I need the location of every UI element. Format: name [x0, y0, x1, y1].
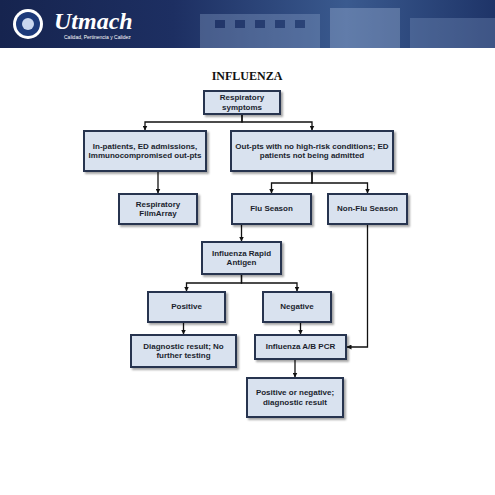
- box-text: In-patients, ED admissions, Immunocompro…: [88, 142, 202, 161]
- flow-arrow: [157, 172, 158, 193]
- process-box: Negative: [262, 291, 332, 323]
- process-box: Out-pts with no high-risk conditions; ED…: [230, 130, 394, 172]
- process-box: Flu Season: [231, 193, 312, 225]
- process-box: Respiratory FilmArray: [118, 193, 198, 225]
- box-text: Respiratory symptoms: [208, 93, 276, 112]
- process-box: Diagnostic result; No further testing: [130, 334, 237, 368]
- process-box: Positive: [147, 291, 226, 323]
- box-text: Out-pts with no high-risk conditions; ED…: [235, 142, 389, 161]
- box-text: Influenza A/B PCR: [266, 342, 335, 352]
- process-box: Influenza Rapid Antigen: [201, 241, 282, 275]
- logo-seal-inner: [16, 12, 40, 36]
- process-box: Positive or negative; diagnostic result: [246, 377, 344, 418]
- box-text: Non-Flu Season: [337, 204, 398, 214]
- flow-arrow: [183, 323, 184, 334]
- process-box: Non-Flu Season: [327, 193, 408, 225]
- process-box: Respiratory symptoms: [203, 90, 281, 115]
- flow-arrow: [312, 172, 368, 193]
- process-box: Influenza A/B PCR: [254, 334, 347, 360]
- flow-arrow: [294, 360, 295, 377]
- logo-seal-core: [22, 18, 34, 30]
- box-text: Negative: [280, 302, 313, 312]
- box-text: Flu Season: [250, 204, 293, 214]
- logo-seal: [13, 9, 43, 39]
- building-silhouette: [200, 8, 495, 48]
- flow-arrow: [145, 115, 242, 130]
- logo-wordmark: Utmach: [54, 8, 133, 34]
- box-text: Diagnostic result; No further testing: [135, 342, 232, 361]
- flow-arrow: [242, 275, 298, 291]
- logo-tagline: Calidad, Pertinencia y Calidez: [64, 34, 131, 40]
- box-text: Respiratory FilmArray: [123, 200, 193, 219]
- flow-arrow: [242, 115, 312, 130]
- box-text: Influenza Rapid Antigen: [206, 249, 277, 268]
- flow-arrow: [272, 172, 313, 193]
- process-box: In-patients, ED admissions, Immunocompro…: [83, 130, 207, 172]
- flow-arrow: [241, 225, 242, 241]
- box-text: Positive: [171, 302, 202, 312]
- flow-arrow: [187, 275, 242, 291]
- flow-arrow: [300, 323, 301, 334]
- diagram-title: INFLUENZA: [147, 69, 347, 84]
- banner-background: [0, 0, 495, 48]
- box-text: Positive or negative; diagnostic result: [251, 388, 339, 407]
- flow-arrow: [347, 225, 368, 347]
